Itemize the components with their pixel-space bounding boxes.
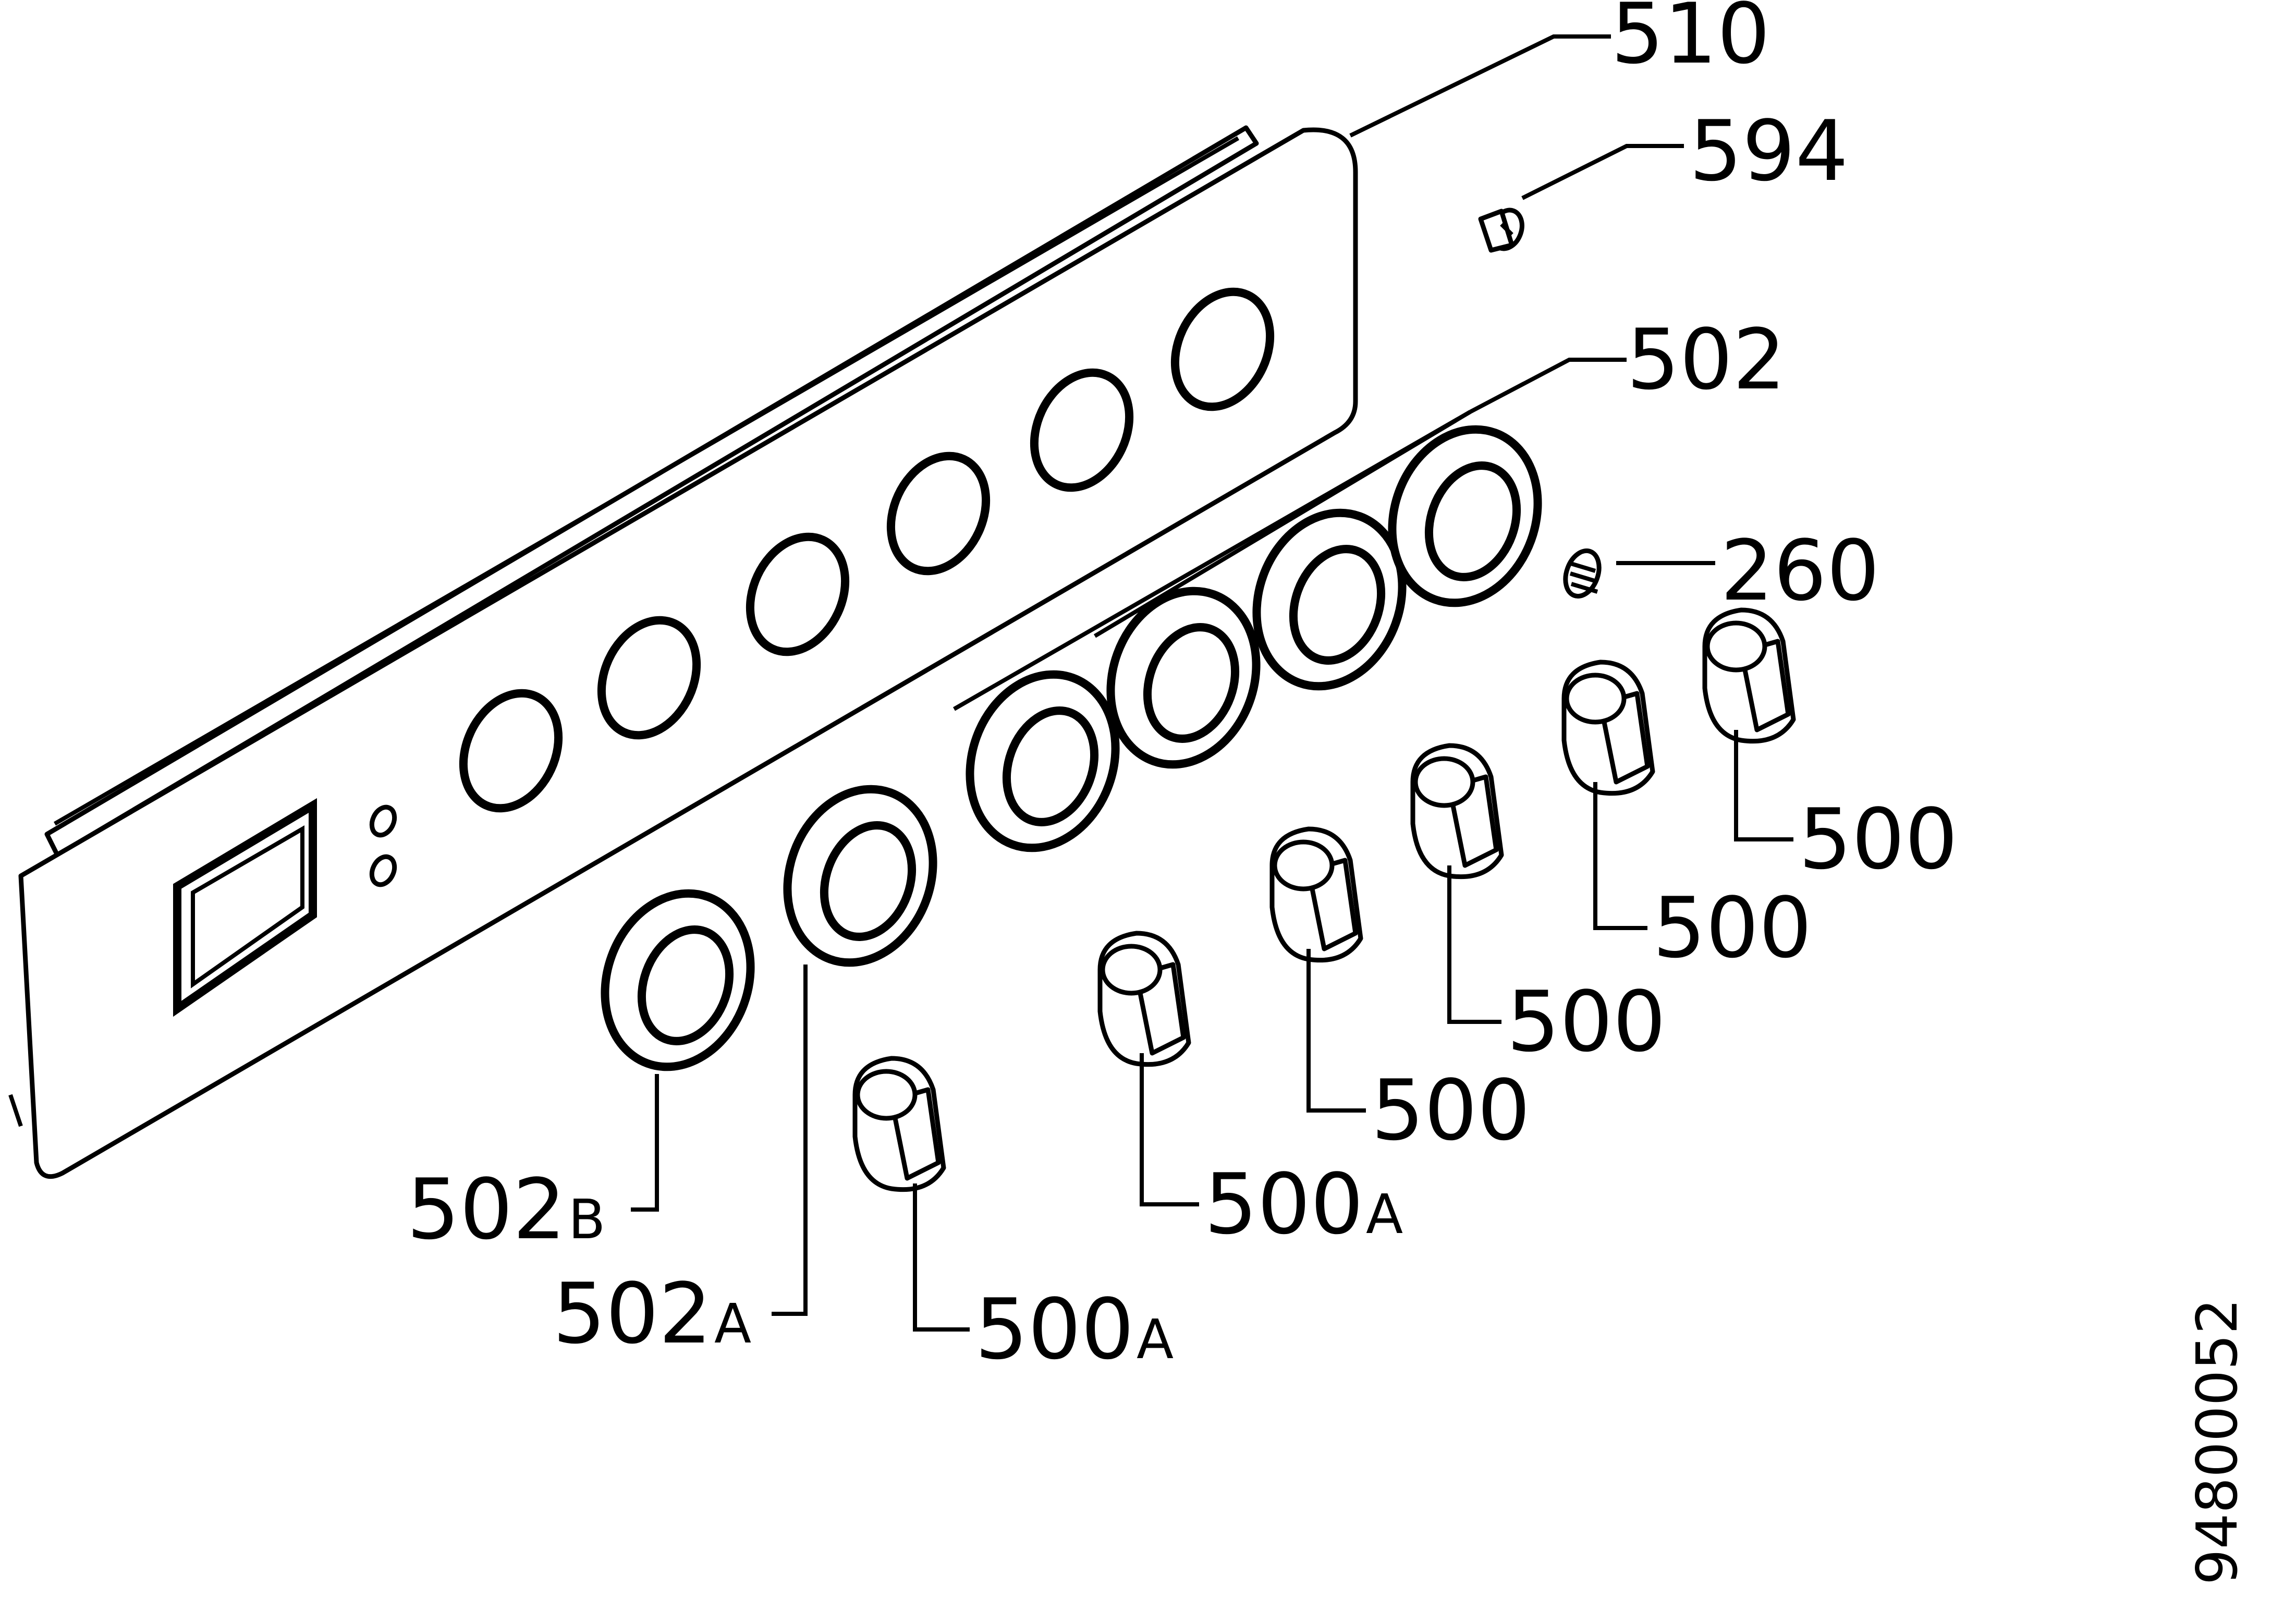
knob-2: [1097, 931, 1191, 1067]
label-500-1: 500: [1799, 790, 1958, 888]
label-500a-lower: 500 A: [975, 1280, 1174, 1378]
reference-code: 94800052: [2185, 1298, 2250, 1585]
label-502a: 502 A: [553, 1265, 751, 1362]
knob-3: [1269, 826, 1363, 963]
label-500a-upper: 500 A: [1204, 1155, 1403, 1253]
bezel-4: [1388, 425, 1542, 607]
knob-4: [1410, 743, 1504, 880]
label-500-3: 500: [1507, 973, 1666, 1070]
knob-6: [1702, 607, 1796, 744]
label-260: 260: [1720, 522, 1879, 619]
label-502a-number: 502: [553, 1265, 712, 1362]
bezel-502a: [783, 785, 937, 967]
label-510: 510: [1611, 0, 1770, 82]
bezel-502b: [601, 889, 755, 1071]
label-500-2: 500: [1653, 879, 1812, 977]
label-500a-lower-number: 500: [975, 1280, 1134, 1378]
label-502a-suffix: A: [714, 1292, 751, 1356]
bezel-set-502: [953, 410, 1542, 852]
spring-260: [1563, 548, 1602, 599]
label-594: 594: [1689, 102, 1848, 200]
label-500a-upper-number: 500: [1204, 1155, 1363, 1253]
knob-5: [1561, 660, 1655, 796]
label-500a-upper-suffix: A: [1366, 1182, 1403, 1246]
label-500-4: 500: [1371, 1061, 1530, 1159]
label-500a-lower-suffix: A: [1137, 1308, 1174, 1371]
leader-lines: [631, 34, 1793, 1332]
knob-shapes: [852, 607, 1796, 1192]
label-502b-suffix: B: [568, 1188, 605, 1251]
label-502: 502: [1627, 311, 1786, 408]
control-panel-510: [8, 125, 1358, 1179]
knob-1: [852, 1056, 946, 1192]
bezel-1: [966, 670, 1120, 852]
label-502b: 502 B: [407, 1161, 605, 1258]
screw-594: [1478, 207, 1524, 253]
bezel-3: [1252, 508, 1407, 691]
part-labels: 510 594 502 260 500 500 500 500 500 A 50…: [407, 0, 2250, 1585]
bezel-2: [1106, 587, 1261, 769]
label-502b-number: 502: [407, 1161, 566, 1258]
